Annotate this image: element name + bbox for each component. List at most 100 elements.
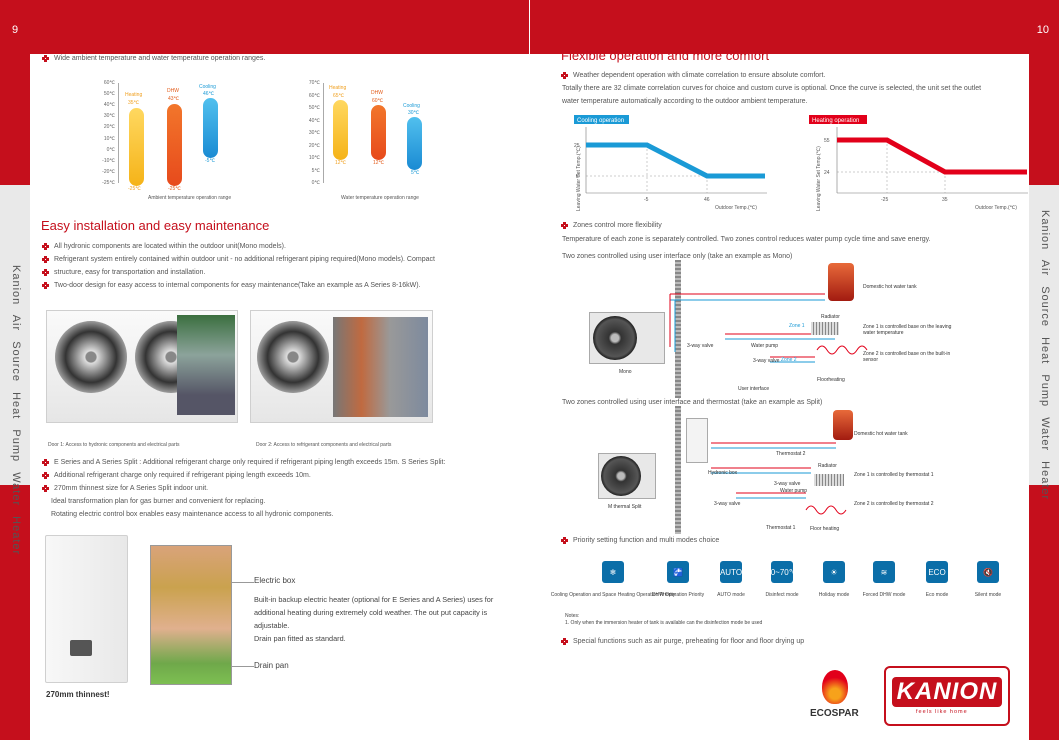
mode-label-5: Forced DHW mode: [862, 592, 906, 598]
special-bullet: Special functions such as air purge, pre…: [561, 635, 804, 648]
split-tank-icon: [833, 410, 853, 440]
top-banner-right: [529, 0, 1059, 54]
heating-ylabel: Leaving Water Set Temp.(℃): [816, 146, 822, 211]
mode-icon-1: 🚰: [667, 561, 689, 583]
heating-bottom: -25℃: [128, 186, 141, 192]
bullet-icon: [561, 536, 568, 544]
range-tick: 70℃: [308, 80, 320, 86]
cooling-label: Cooling: [199, 84, 216, 90]
electric-box-label: Electric box: [254, 576, 296, 585]
cooling-curve-line: [586, 142, 765, 179]
page-title-flexible: Flexible operation and more comfort: [561, 48, 770, 63]
mono-unit-label: Mono: [619, 369, 632, 375]
mono-floor-label: Floorheating: [817, 377, 845, 383]
weather-bullet: Weather dependent operation with climate…: [561, 69, 825, 82]
heating-top: 35℃: [128, 100, 140, 106]
dhw-range-bar-2: [371, 105, 386, 160]
heating-xtick-1: -25: [881, 197, 888, 203]
range-tick: 20℃: [308, 142, 320, 149]
bullet-icon: [42, 54, 49, 62]
cooling-label-2: Cooling: [403, 103, 420, 109]
kanion-logo: KANION feels like home: [884, 666, 1010, 726]
door2-caption: Door 2: Access to refrigerant components…: [256, 442, 392, 448]
mono-waterpump-label: Water pump: [751, 343, 779, 349]
drain-pan-label: Drain pan: [254, 661, 289, 670]
cooling-ylabel: Leaving Water Set Temp.(℃): [576, 146, 582, 211]
door1-caption: Door 1: Access to hydronic components an…: [48, 442, 180, 448]
intro-bullet: Wide ambient temperature and water tempe…: [42, 52, 265, 65]
sidebar-text-left: Kanion Air Source Heat Pump Water Heater: [10, 265, 22, 556]
cooling-ytick-5: 5: [576, 174, 579, 180]
bullet-icon: [42, 268, 49, 276]
cooling-curve-chart: Cooling operation Leaving Water Set Temp…: [574, 115, 767, 211]
range-tick: 60℃: [103, 80, 115, 86]
mode-label-6: Eco mode: [925, 592, 949, 598]
mono-diagram: Domestic hot water tank Radiator Zone 1 …: [585, 262, 1045, 397]
mono-zone1-desc: Zone 1 is controlled base on the leaving…: [863, 324, 952, 336]
range-tick: 0℃: [106, 146, 115, 153]
heating-range-bar: [129, 108, 144, 186]
indoor-unit-image: [45, 535, 128, 683]
ecospar-logo-text: ECOSPAR: [810, 708, 859, 719]
cooling-xlabel: Outdoor Temp.(℃): [715, 205, 757, 211]
heating-ytick-55: 55: [824, 138, 830, 144]
mono-diagram-title: Two zones controlled using user interfac…: [562, 253, 793, 260]
split-zone1-desc: Zone 1 is controlled by thermostat 1: [854, 472, 934, 478]
wall-mono: [675, 260, 681, 398]
split-diagram-title: Two zones controlled using user interfac…: [562, 399, 823, 406]
dhw-label: DHW: [167, 88, 179, 94]
mode-icon-2: AUTO: [720, 561, 742, 583]
dhw-range-bar: [167, 104, 182, 186]
kanion-logo-text: KANION: [892, 677, 1002, 707]
thermostat2-label: Thermostat 2: [776, 451, 806, 457]
outdoor-unit-door1-image: [46, 310, 238, 423]
dhw-label-2: DHW: [371, 90, 383, 96]
cooling-ytick-25: 25: [574, 143, 580, 149]
dhw-bottom-2: 12℃: [373, 160, 385, 166]
range-tick: 50℃: [103, 91, 115, 98]
split-floor-label: Floor heating: [810, 526, 840, 532]
cooling-range-bar-2: [407, 117, 422, 170]
bullet-icon: [42, 484, 49, 492]
note-1: 1. Only when the immersion heater of tan…: [565, 620, 763, 626]
range-tick: 40℃: [308, 117, 320, 124]
thinnest-label: 270mm thinnest!: [46, 690, 110, 699]
dhw-bottom: -25℃: [168, 186, 181, 192]
priority-bullet: Priority setting function and multi mode…: [561, 534, 719, 547]
cooling-top: 46℃: [203, 91, 215, 97]
mono-outdoor-unit: [589, 312, 665, 364]
split-valve-label: 3-way valve: [774, 481, 801, 487]
mono-zone2-desc: Zone 2 is controlled base on the built-i…: [863, 351, 951, 363]
cooling-title-bg: [574, 115, 629, 124]
water-range-caption: Water temperature operation range: [341, 195, 419, 201]
mono-tank-icon: [828, 263, 854, 301]
controller-screen: [70, 640, 92, 656]
section-title-installation: Easy installation and easy maintenance: [41, 218, 270, 233]
mono-valve2-label: 3-way valve: [753, 358, 780, 364]
bullet-icon: [42, 281, 49, 289]
installation-bullets: All hydronic components are located with…: [42, 240, 435, 292]
bullet-icon: [42, 458, 49, 466]
cooling-bottom-2: 5℃: [411, 170, 420, 176]
cooling-xtick-2: 46: [704, 197, 710, 203]
split-radiator-icon: [814, 474, 844, 486]
cooling-bottom: -5℃: [205, 158, 216, 164]
split-bullets: E Series and A Series Split : Additional…: [42, 456, 445, 521]
split-diagram: Domestic hot water tank Thermostat 2 Rad…: [596, 408, 1046, 538]
notes-label: Notes:: [565, 613, 580, 619]
range-tick: 20℃: [103, 124, 115, 131]
heating-chart-title: Heating operation: [812, 118, 859, 124]
mono-radiator-label: Radiator: [821, 314, 840, 320]
range-tick: -20℃: [102, 168, 115, 175]
range-tick: 30℃: [103, 113, 115, 120]
page-number-right: 10: [1036, 24, 1049, 36]
mode-icon-6: ECO: [926, 561, 948, 583]
mode-label-0: Cooling Operation and Space Heating Oper…: [550, 592, 676, 598]
mono-tank-label: Domestic hot water tank: [863, 284, 917, 290]
heating-top-2: 65℃: [333, 93, 345, 99]
split-tank-label: Domestic hot water tank: [854, 431, 908, 437]
curves-text-2: water temperature automatically accordin…: [562, 98, 808, 105]
ecospar-flame-logo: [822, 670, 848, 704]
bullet-icon: [42, 255, 49, 263]
